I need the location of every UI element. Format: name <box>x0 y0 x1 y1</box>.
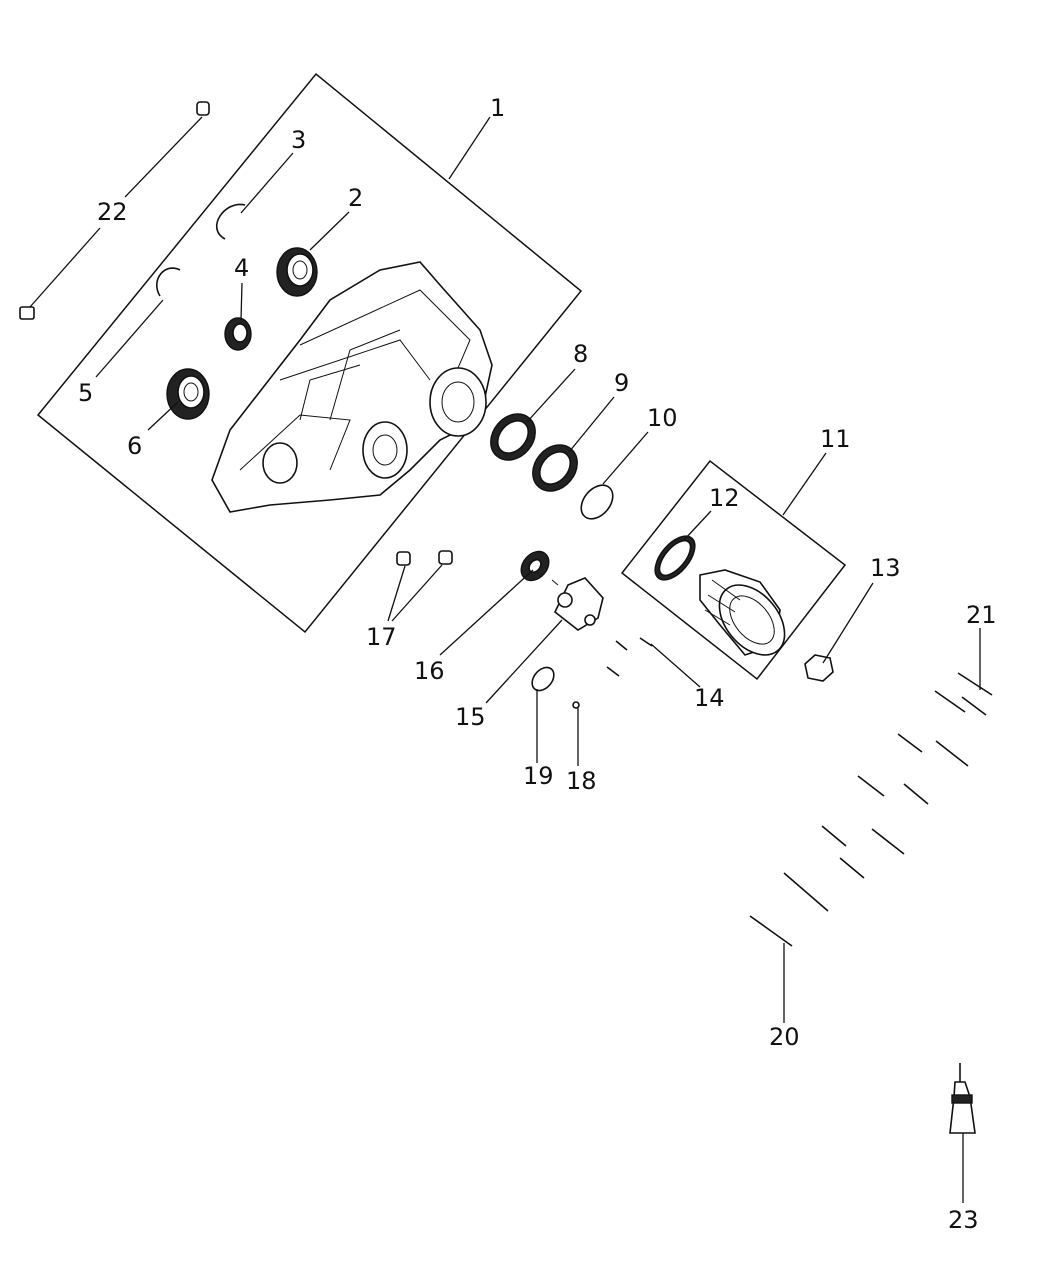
callout-17: 17 <box>366 623 397 651</box>
ring-12 <box>654 535 696 581</box>
callout-2: 2 <box>348 184 363 212</box>
callout-3: 3 <box>291 126 306 154</box>
group-frame-adapter <box>620 459 847 681</box>
screw-14 <box>606 637 653 677</box>
callout-19: 19 <box>523 762 554 790</box>
callout-11: 11 <box>820 425 851 453</box>
snap-ring-5 <box>156 267 181 297</box>
actuator-15 <box>551 577 604 631</box>
callout-4: 4 <box>234 254 249 282</box>
callout-21: 21 <box>966 601 997 629</box>
sealant-tube-23 <box>949 1063 976 1134</box>
dowel-pin-22 <box>19 101 210 320</box>
seal-8 <box>490 413 536 461</box>
callout-20: 20 <box>769 1023 800 1051</box>
o-ring-10 <box>580 484 614 520</box>
group-frame-housing <box>36 72 583 634</box>
callout-23: 23 <box>948 1206 979 1234</box>
bearing-2 <box>276 247 318 297</box>
gasket-19 <box>531 666 555 692</box>
bolts-20-21 <box>749 672 993 947</box>
callout-22: 22 <box>97 198 128 226</box>
callout-1: 1 <box>490 94 505 122</box>
callout-8: 8 <box>573 340 588 368</box>
callout-13: 13 <box>870 554 901 582</box>
screw-18 <box>572 701 580 709</box>
bearing-6 <box>166 368 210 420</box>
nut-13 <box>804 654 834 682</box>
callout-15: 15 <box>455 703 486 731</box>
callout-5: 5 <box>78 379 93 407</box>
seal-16 <box>520 550 550 582</box>
transfer-case-housing <box>211 261 493 513</box>
leader-lines <box>29 116 981 1203</box>
callout-18: 18 <box>566 767 597 795</box>
bearing-4 <box>224 317 252 351</box>
callout-6: 6 <box>127 432 142 460</box>
adapter-housing-11 <box>699 569 786 656</box>
callout-12: 12 <box>709 484 740 512</box>
callout-10: 10 <box>647 404 678 432</box>
callout-9: 9 <box>614 369 629 397</box>
bushing-17 <box>396 550 453 566</box>
callout-14: 14 <box>694 684 725 712</box>
snap-ring-3 <box>216 203 246 240</box>
callout-16: 16 <box>414 657 445 685</box>
seal-9 <box>532 444 578 492</box>
